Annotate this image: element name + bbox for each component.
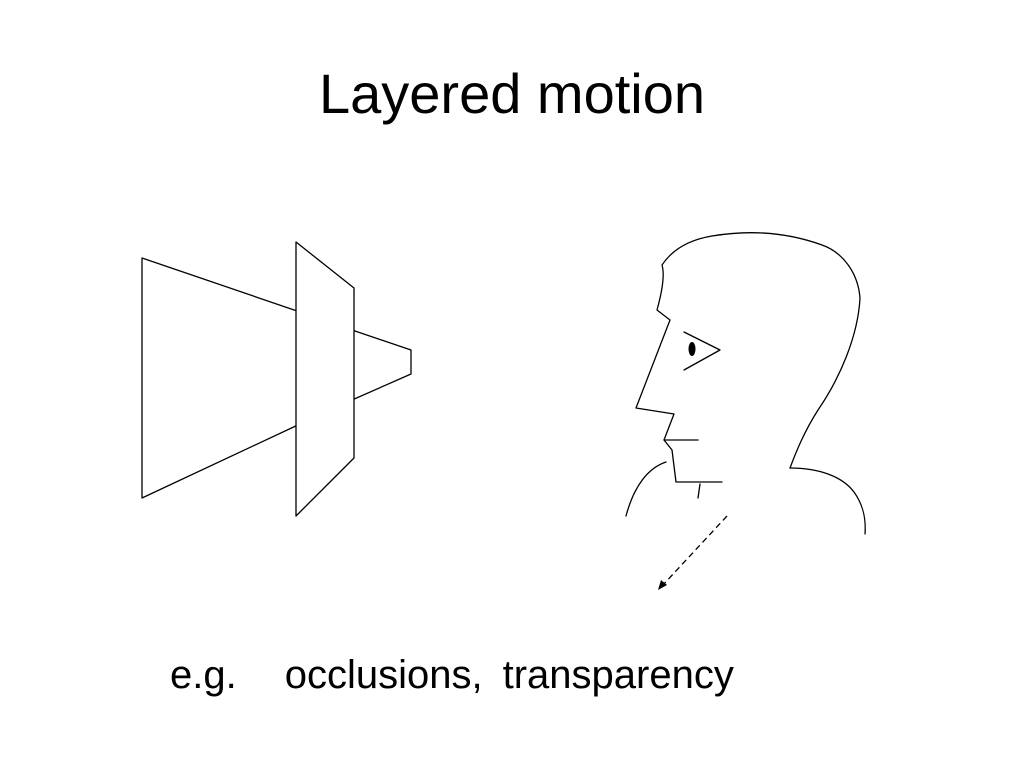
eye-pupil — [688, 342, 696, 356]
front-shoulder — [625, 461, 667, 517]
back-shoulder — [789, 467, 866, 535]
caption: e.g. occlusions, transparency — [170, 652, 734, 698]
caption-prefix: e.g. — [170, 653, 237, 697]
head-silhouette-illustration — [625, 232, 866, 535]
head-outline — [635, 232, 861, 483]
caption-occlusions: occlusions, — [284, 653, 483, 697]
front-layer-trapezoid — [295, 241, 355, 517]
occlusion-layers-illustration — [141, 241, 412, 517]
caption-transparency: transparency — [502, 653, 734, 697]
gaze-arrow-head — [658, 580, 667, 590]
eye-outline — [683, 331, 721, 371]
gaze-arrow — [658, 515, 728, 590]
small-layer-trapezoid — [351, 329, 412, 401]
back-layer-trapezoid — [141, 257, 301, 499]
gaze-arrow-shaft — [661, 515, 728, 587]
neck-line — [697, 483, 701, 499]
slide-title: Layered motion — [318, 62, 705, 125]
